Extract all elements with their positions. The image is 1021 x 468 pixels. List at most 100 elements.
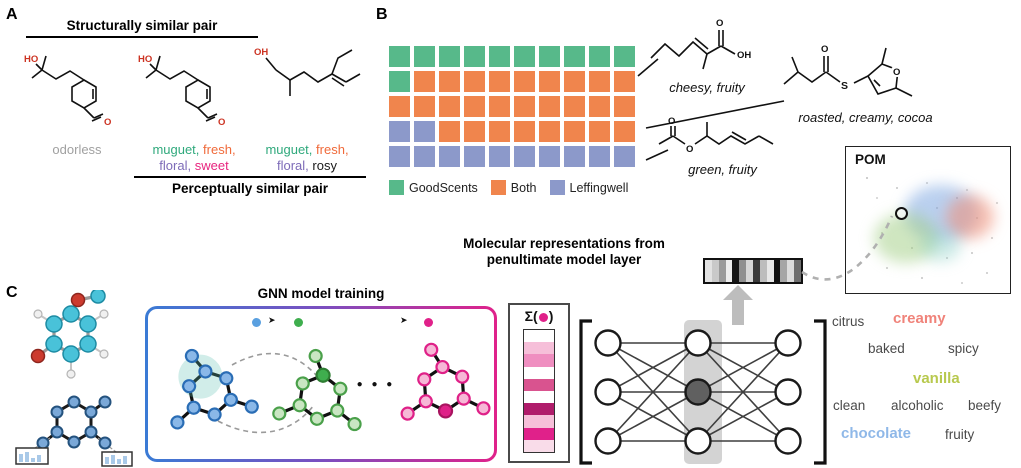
neighborhood-highlight xyxy=(178,354,223,399)
waffle-square xyxy=(464,46,485,67)
odor-word-clean: clean xyxy=(833,398,866,413)
hydrogen-atoms xyxy=(33,309,109,379)
odor-word: rosy xyxy=(312,158,337,173)
step-arrow-icon: ➤ xyxy=(268,315,276,325)
odor-word: fresh, xyxy=(203,142,236,157)
vector-cell xyxy=(766,260,774,282)
right-bracket xyxy=(814,319,827,465)
vector-cell xyxy=(718,260,726,282)
sigma-expression: Σ() xyxy=(510,308,568,324)
waffle-square xyxy=(489,96,510,117)
waffle-square xyxy=(539,146,560,167)
legend-label: Both xyxy=(510,180,537,195)
carbon-atoms xyxy=(45,290,106,363)
waffle-square xyxy=(514,146,535,167)
legend-item-leffingwell: Leffingwell xyxy=(549,180,628,195)
waffle-square xyxy=(464,146,485,167)
waffle-square xyxy=(514,46,535,67)
waffle-square xyxy=(614,96,635,117)
vector-cell xyxy=(711,260,719,282)
legend-item-goodscents: GoodScents xyxy=(389,180,478,195)
atom-label-oh: OH xyxy=(737,50,751,61)
waffle-square xyxy=(389,146,410,167)
atom-label-o: O xyxy=(821,44,828,55)
waffle-square xyxy=(564,146,585,167)
vector-cell xyxy=(524,391,554,404)
pom-scatter-points xyxy=(866,177,868,179)
feature-vector-boxes xyxy=(15,447,133,467)
vector-cell xyxy=(794,260,802,282)
waffle-square xyxy=(389,96,410,117)
graph-nodes xyxy=(36,395,112,450)
waffle-square xyxy=(389,121,410,142)
odor-word: muguet, xyxy=(152,142,200,157)
graph-step-blue xyxy=(170,348,259,430)
perceptually-similar-heading: Perceptually similar pair xyxy=(134,176,366,196)
waffle-square xyxy=(389,71,410,92)
vector-cell xyxy=(746,260,754,282)
waffle-square xyxy=(414,96,435,117)
graph-step-pink xyxy=(400,342,491,421)
odor-word-beefy: beefy xyxy=(968,398,1002,413)
roasted-creamy-cocoa-caption: roasted, creamy, cocoa xyxy=(798,110,933,125)
waffle-square xyxy=(589,96,610,117)
waffle-square xyxy=(489,46,510,67)
waffle-square xyxy=(439,46,460,67)
vector-cell xyxy=(732,260,740,282)
atom-label-ester-o: O xyxy=(686,144,693,155)
odor-word: floral, xyxy=(159,158,192,173)
waffle-square xyxy=(614,146,635,167)
odor-word: floral, xyxy=(277,158,309,173)
vector-cell xyxy=(787,260,795,282)
panel-c-label: C xyxy=(6,284,18,301)
aggregated-node xyxy=(315,367,331,383)
vector-cell xyxy=(759,260,767,282)
odor-word: sweet xyxy=(194,158,229,173)
goodscents-swatch xyxy=(389,180,404,195)
structurally-similar-heading: Structurally similar pair xyxy=(26,18,258,38)
representation-caption-line2: penultimate model layer xyxy=(486,252,642,267)
odor-word-fruity: fruity xyxy=(945,427,975,442)
odor-word-baked: baked xyxy=(868,341,905,356)
vector-cell xyxy=(705,260,712,282)
waffle-square xyxy=(589,121,610,142)
vector-cell xyxy=(524,366,554,379)
vector-cell xyxy=(753,260,760,282)
waffle-square xyxy=(439,96,460,117)
ellipsis-dots: ● ● ● xyxy=(356,379,396,390)
panel-b-label: B xyxy=(376,6,388,23)
vector-cell xyxy=(524,354,554,367)
vector-cell xyxy=(524,439,554,453)
vector-cell xyxy=(524,378,554,392)
legend-dot-blue xyxy=(252,318,261,327)
waffle-square xyxy=(539,71,560,92)
waffle-square xyxy=(539,46,560,67)
embedding-vector-strip xyxy=(703,258,803,284)
vector-cell xyxy=(524,403,554,416)
molecule-roasted-creamy-cocoa: O S O xyxy=(783,44,913,97)
odor-word-vanilla: vanilla xyxy=(913,370,960,387)
atom-label-ho: HO xyxy=(24,54,38,65)
waffle-square xyxy=(589,46,610,67)
molecule-cheesy-fruity: O OH xyxy=(650,18,751,70)
vector-cell xyxy=(725,260,733,282)
waffle-legend: GoodScents Both Leffingwell xyxy=(389,180,628,195)
waffle-square xyxy=(614,71,635,92)
waffle-square xyxy=(439,71,460,92)
waffle-square xyxy=(464,121,485,142)
sigma-close: ) xyxy=(548,308,554,324)
waffle-square xyxy=(464,96,485,117)
panel-a-label: A xyxy=(6,6,18,23)
waffle-square xyxy=(614,121,635,142)
legend-dot-green xyxy=(294,318,303,327)
penultimate-hidden-node xyxy=(684,378,712,406)
waffle-square xyxy=(439,121,460,142)
waffle-square xyxy=(564,96,585,117)
gnn-training-title: GNN model training xyxy=(257,286,385,301)
molecule-graph-featurized xyxy=(15,395,133,467)
odor-word-spicy: spicy xyxy=(948,341,979,356)
vector-cell xyxy=(524,342,554,355)
waffle-square xyxy=(414,71,435,92)
message-passing-dashed-curves xyxy=(217,352,317,434)
